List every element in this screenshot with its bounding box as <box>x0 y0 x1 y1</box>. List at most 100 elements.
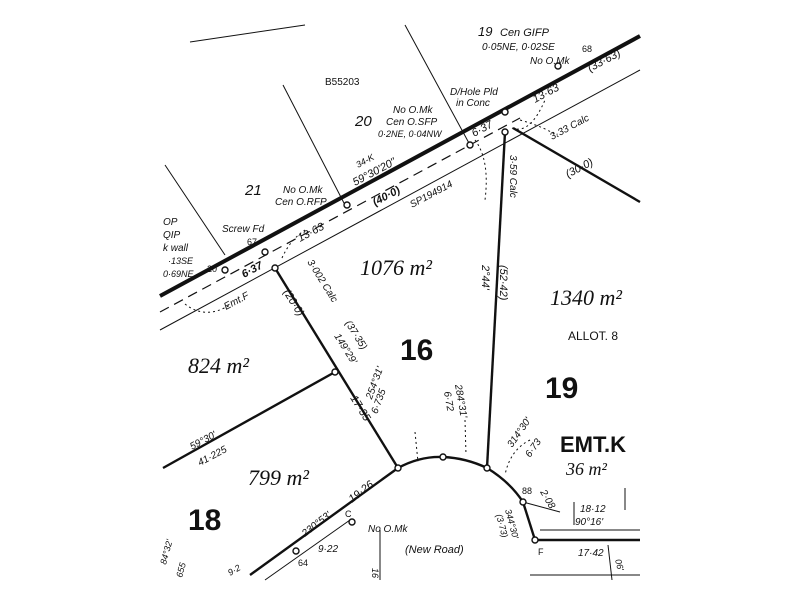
cul-de-sac-head <box>397 455 525 503</box>
leader-314 <box>504 439 531 476</box>
lot-19-allotment: ALLOT. 8 <box>568 329 618 343</box>
top-cen-gifp: Cen GIFP <box>500 27 550 39</box>
survey-mark-lot18-ne <box>331 368 339 376</box>
lot-18-area: 799 m² <box>248 465 309 490</box>
lot-west-side-line <box>164 164 226 256</box>
survey-mark-20 <box>221 266 229 274</box>
dim-9-22: 9·22 <box>318 544 338 555</box>
point-64: 64 <box>298 558 308 568</box>
new-road-inner-edge <box>264 519 351 581</box>
dhole-line1: D/Hole Pld <box>450 87 498 98</box>
lot-west-area: 824 m² <box>188 353 249 378</box>
calc-3-33: 3·33 Calc <box>548 113 591 143</box>
dhole-line2: in Conc <box>456 98 490 109</box>
easement-dashed-line <box>159 117 521 313</box>
survey-mark-lot16-nw <box>271 264 279 272</box>
survey-mark-cul-w <box>394 464 402 472</box>
leader-254 <box>414 431 419 463</box>
lot-21-cen-rfp: Cen O.RFP <box>275 197 327 208</box>
survey-mark-88 <box>519 498 527 506</box>
dim-18-12: 18·12 <box>580 504 606 515</box>
survey-mark-f <box>531 536 539 544</box>
dim-19-26: 19·26 <box>346 478 376 505</box>
bottom-no-omk: No O.Mk <box>368 524 408 535</box>
lot-21-number: 21 <box>244 182 262 199</box>
new-road-label: (New Road) <box>405 544 464 556</box>
dim-20-0: (20·0) <box>280 287 306 319</box>
leader-3-59 <box>474 139 487 201</box>
survey-mark-lot20 <box>466 141 474 149</box>
lot-20-no-omk: No O.Mk <box>393 105 433 116</box>
new-road-west-edge <box>249 467 399 576</box>
bottom-left-dist: 655 <box>174 560 188 578</box>
lot-18-north-boundary <box>162 370 336 470</box>
lot-20-number: 20 <box>354 113 372 130</box>
survey-mark-lot16-ne <box>501 128 509 136</box>
dim-6-37-left: 6·37 <box>240 259 266 280</box>
screw-fd: Screw Fd <box>222 224 265 235</box>
point-88: 88 <box>522 486 532 496</box>
point-f: F <box>538 547 544 557</box>
emt-k-west-line <box>522 501 561 513</box>
lot-18-number: 18 <box>188 504 221 537</box>
lot-19-north-boundary <box>512 126 641 204</box>
survey-mark-c <box>348 518 356 526</box>
bottom-left-bearing: 84°32' <box>158 538 174 565</box>
bottom-9-2: 9·2 <box>226 563 242 578</box>
point-c: C <box>345 509 352 519</box>
calc-3-59: 3·59 Calc <box>507 155 518 198</box>
lot-21-no-omk: No O.Mk <box>283 185 323 196</box>
dim-6-72: 6·72 <box>441 391 455 413</box>
emt-k-area: 36 m² <box>565 459 607 479</box>
emt-k-label: EMT.K <box>560 432 626 457</box>
bearing-2-44: 2°44' <box>479 264 491 291</box>
lot-19-area: 1340 m² <box>550 285 622 310</box>
left-13se: ·13SE <box>168 256 194 266</box>
lot-16-area: 1076 m² <box>360 255 432 280</box>
dim-6-37-right: 6·37 <box>470 118 496 139</box>
lot-19-number: 19 <box>545 372 578 405</box>
top-offsets: 0·05NE, 0·02SE <box>482 42 555 53</box>
survey-mark-68 <box>554 62 562 70</box>
survey-mark-lot21 <box>343 201 351 209</box>
top-no-omk: No O.Mk <box>530 56 570 67</box>
survey-mark-cul-mid <box>439 453 447 461</box>
road-alignment-line <box>159 69 641 331</box>
lot-16-west-boundary <box>273 267 400 469</box>
lot-19-top-number: 19 <box>478 24 492 39</box>
point-68: 68 <box>582 44 592 54</box>
upper-parcel-line <box>189 24 306 43</box>
point-67: 67 <box>247 237 257 247</box>
frontage-boundary-line <box>159 34 641 298</box>
dim-40-0: (40·0) <box>371 184 403 209</box>
left-qip: QIP <box>163 230 181 241</box>
dim-52-42: (52·42) <box>497 265 509 301</box>
lot-20-offsets: 0·2NE, 0·04NW <box>378 129 443 139</box>
lot-20-cen-sfp: Cen O.SFP <box>386 117 437 128</box>
left-069: 0·69NE <box>163 269 195 279</box>
lot-16-east-boundary <box>485 131 507 469</box>
point-20: 20 <box>207 264 217 274</box>
new-road-east-edge <box>521 501 537 541</box>
dim-06: 06' <box>613 558 626 572</box>
lot-16-number: 16 <box>400 334 433 367</box>
plan-ref-b55203: B55203 <box>325 77 360 88</box>
survey-mark-67 <box>261 248 269 256</box>
bottom-right-tick <box>607 544 613 581</box>
survey-mark-dhole <box>501 108 509 116</box>
survey-mark-cul-e <box>483 464 491 472</box>
leader-284 <box>464 419 467 456</box>
bearing-90-16: 90°16' <box>575 517 604 528</box>
survey-mark-64 <box>292 547 300 555</box>
bottom-16: 16 <box>370 568 380 578</box>
dim-17-42: 17·42 <box>578 548 604 559</box>
plan-ref-sp194914: SP194914 <box>408 179 455 211</box>
leader-3-33 <box>519 119 561 139</box>
lot-21-side-line <box>282 84 346 206</box>
calc-3-002: 3·002 Calc <box>304 258 339 305</box>
left-wall: k wall <box>163 243 189 254</box>
dim-6-73: 6·73 <box>523 437 544 460</box>
lot-20-side-line <box>404 24 471 146</box>
